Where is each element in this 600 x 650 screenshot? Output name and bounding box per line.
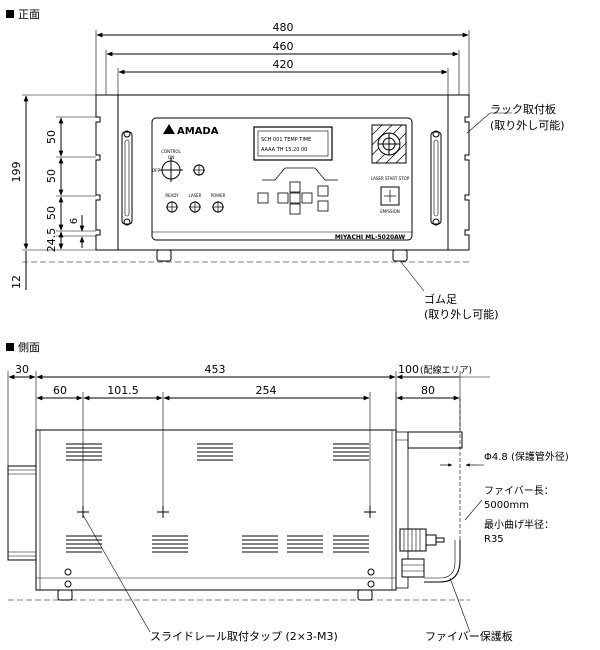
keypad	[257, 181, 329, 215]
phi-callout: Φ4.8 (保護管外径)	[484, 450, 569, 463]
side-section-title: 側面	[6, 339, 40, 355]
handle-right	[430, 131, 442, 225]
rack-ear-left	[95, 94, 119, 251]
vent-slots-bottom	[66, 535, 369, 553]
waveform-graphic	[262, 167, 338, 181]
tap-callout-leader	[82, 514, 151, 633]
label-power: POWER	[211, 193, 226, 198]
tap-callout: スライドレール取付タップ (2×3-M3)	[150, 630, 338, 643]
dim-label-254: 254	[256, 384, 277, 397]
dim-label-50a: 50	[45, 130, 58, 144]
dim-label-420: 420	[273, 58, 294, 71]
front-body	[117, 94, 449, 251]
slide-rail-taps	[77, 506, 376, 518]
front-view	[22, 30, 512, 292]
fiber-protection-plate	[424, 540, 461, 583]
foot-callout-line1: ゴム足	[424, 292, 457, 306]
square-marker-icon	[6, 343, 14, 351]
fiber-guard-leader	[449, 577, 471, 633]
dim-label-101-5: 101.5	[107, 384, 139, 397]
bend-radius-value: R35	[484, 534, 504, 545]
label-on: ON	[168, 155, 174, 160]
label-ready: READY	[165, 193, 179, 198]
foot-callout-leader	[400, 261, 425, 292]
lcd-line-2: AAAA TH 15.20 00	[261, 147, 307, 153]
label-laser: LASER	[189, 193, 202, 198]
amada-logo-icon	[163, 124, 175, 134]
label-off: OFF	[152, 168, 160, 173]
dim-label-100: 100	[398, 363, 419, 376]
fiber-connector	[399, 528, 445, 552]
fiber-guard-callout: ファイバー保護板	[425, 629, 513, 643]
vent-slots-top	[66, 443, 369, 461]
rack-callout-leader	[466, 112, 512, 134]
brand-logo-text: AMADA	[177, 126, 219, 137]
dim-label-30: 30	[15, 363, 29, 376]
front-panel	[151, 117, 413, 241]
rubber-foot-left	[156, 249, 172, 262]
dim-label-24-5: 24.5	[45, 228, 58, 253]
fiber-length-label: ファイバー長：	[484, 485, 554, 497]
dim-label-50b: 50	[45, 169, 58, 183]
dim-label-60: 60	[53, 384, 67, 397]
dim-label-460: 460	[273, 40, 294, 53]
model-label: MIYACHI ML-5020AW	[335, 234, 406, 241]
side-view	[7, 371, 490, 633]
rack-ear-right	[447, 94, 470, 251]
handle-left	[121, 131, 133, 225]
rubber-foot-right	[392, 249, 408, 262]
label-laser-start-stop: LASER START STOP	[371, 176, 410, 181]
fiber-length-leader	[464, 499, 483, 521]
cable-tube-top	[407, 431, 463, 449]
fiber-length-value: 5000mm	[484, 500, 529, 511]
dim-label-wiring-area: (配線エリア)	[420, 364, 472, 376]
laser-start-stop-button	[380, 186, 400, 206]
dim-label-12: 12	[10, 275, 23, 289]
lcd-display	[253, 126, 333, 161]
label-emission: EMISSION	[380, 209, 400, 214]
dim-label-6: 6	[69, 218, 80, 224]
foot-callout-line2: (取り外し可能)	[424, 307, 499, 321]
side-body	[35, 429, 397, 591]
lcd-line-1: SCH 001 TEMP TIME	[261, 137, 311, 143]
emission-window	[371, 124, 407, 164]
dim-label-50c: 50	[45, 206, 58, 220]
front-section-title: 正面	[6, 6, 40, 22]
square-marker-icon	[6, 10, 14, 18]
dim-label-80: 80	[421, 384, 435, 397]
rack-callout-line1: ラック取付板	[490, 102, 556, 116]
label-control: CONTROL	[161, 149, 181, 154]
side-handle	[7, 465, 36, 561]
dim-label-453: 453	[205, 363, 226, 376]
dim-label-480: 480	[273, 21, 294, 34]
dim-label-199: 199	[10, 162, 23, 183]
rack-callout-line2: (取り外し可能)	[490, 118, 565, 132]
bend-radius-label: 最小曲げ半径：	[484, 518, 554, 531]
